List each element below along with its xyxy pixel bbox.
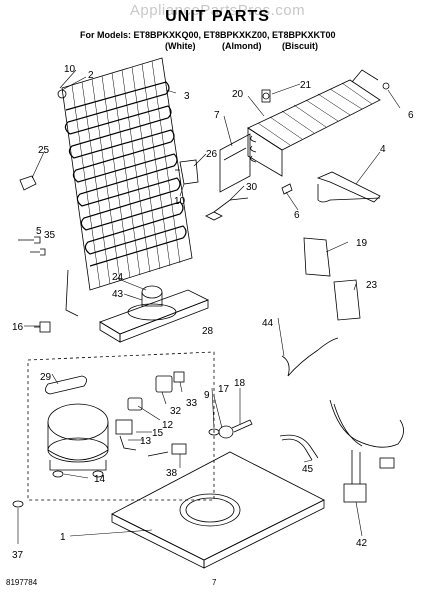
tube-44 bbox=[281, 337, 339, 377]
color-white: (White) bbox=[165, 41, 196, 51]
evaporator-cover bbox=[219, 133, 251, 193]
defrost-heater bbox=[316, 171, 381, 203]
callout-20: 20 bbox=[232, 89, 244, 100]
color-almond: (Almond) bbox=[222, 41, 262, 51]
callout-12: 12 bbox=[162, 420, 174, 431]
callout-24: 24 bbox=[112, 272, 124, 283]
thermostat bbox=[261, 82, 390, 195]
callout-labels: 10 2 3 21 20 6 7 4 25 26 30 10 6 5 35 19… bbox=[12, 64, 414, 561]
callout-18: 18 bbox=[234, 378, 246, 389]
callout-26: 26 bbox=[206, 149, 218, 160]
compressor bbox=[47, 403, 109, 478]
callout-16: 16 bbox=[12, 322, 24, 333]
callout-45: 45 bbox=[302, 464, 314, 475]
callout-30: 30 bbox=[246, 182, 258, 193]
callout-1: 1 bbox=[60, 532, 66, 543]
callout-28: 28 bbox=[202, 326, 214, 337]
callout-21: 21 bbox=[300, 80, 312, 91]
compressor-kit-box bbox=[27, 351, 215, 501]
callout-7: 7 bbox=[214, 110, 220, 121]
models-line: For Models: ET8BPKXKQ00, ET8BPKXKZ00, ET… bbox=[80, 30, 336, 40]
callout-29: 29 bbox=[40, 372, 52, 383]
leader-lines bbox=[17, 69, 401, 544]
callout-44: 44 bbox=[262, 318, 274, 329]
wire-harness bbox=[329, 399, 404, 503]
callout-4: 4 bbox=[380, 144, 386, 155]
gasket-19 bbox=[303, 237, 331, 277]
doc-number: 8197784 bbox=[6, 578, 38, 587]
base-plate bbox=[111, 451, 325, 569]
callout-19: 19 bbox=[356, 238, 368, 249]
callout-13: 13 bbox=[140, 436, 152, 447]
callout-3: 3 bbox=[184, 91, 190, 102]
callout-43: 43 bbox=[112, 289, 124, 300]
filter-drier bbox=[45, 375, 87, 395]
callout-33: 33 bbox=[186, 398, 198, 409]
watermark: AppliancePartsPros.com bbox=[129, 2, 306, 19]
bracket-26 bbox=[175, 159, 199, 185]
callout-32: 32 bbox=[170, 406, 182, 417]
callout-23: 23 bbox=[366, 280, 378, 291]
page-number: 7 bbox=[212, 578, 217, 587]
callout-35: 35 bbox=[44, 230, 56, 241]
color-biscuit: (Biscuit) bbox=[282, 41, 318, 51]
callout-10b: 10 bbox=[174, 196, 186, 207]
callout-37: 37 bbox=[12, 550, 24, 561]
callout-42: 42 bbox=[356, 538, 368, 549]
condenser-coil bbox=[57, 57, 193, 317]
callout-38: 38 bbox=[166, 468, 178, 479]
clip-16 bbox=[34, 321, 51, 333]
grommet-screw bbox=[208, 419, 253, 439]
callout-5: 5 bbox=[36, 226, 42, 237]
callout-10a: 10 bbox=[64, 64, 76, 75]
clip-bracket bbox=[19, 175, 37, 191]
callout-17: 17 bbox=[218, 384, 230, 395]
drain-pan bbox=[99, 285, 209, 343]
gasket-23 bbox=[333, 279, 361, 321]
callout-6b: 6 bbox=[294, 210, 300, 221]
callout-25: 25 bbox=[38, 145, 50, 156]
relay-overload bbox=[115, 371, 185, 451]
callout-9: 9 bbox=[204, 390, 210, 401]
callout-14: 14 bbox=[94, 474, 106, 485]
wire-connector bbox=[205, 197, 249, 221]
tube-45 bbox=[279, 434, 319, 461]
grommet-37 bbox=[12, 500, 24, 508]
page-title: UNIT PARTS bbox=[165, 8, 270, 25]
callout-2: 2 bbox=[88, 70, 94, 81]
callout-15: 15 bbox=[152, 428, 164, 439]
screw-5 bbox=[18, 236, 46, 256]
evaporator-coil bbox=[247, 69, 381, 177]
callout-6a: 6 bbox=[408, 110, 414, 121]
cord-clip bbox=[147, 443, 187, 457]
